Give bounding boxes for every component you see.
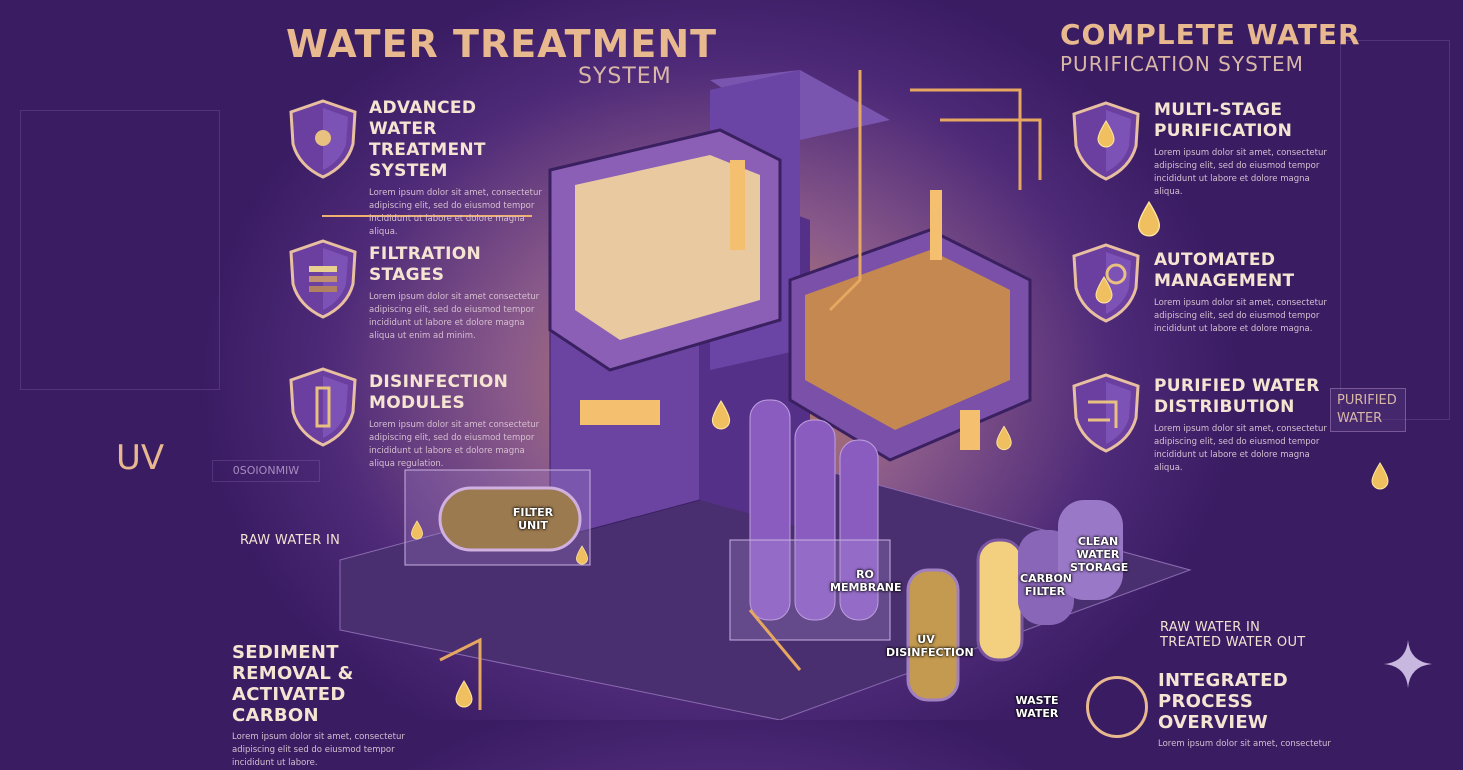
feature-advanced-treatment: ADVANCED WATER TREATMENT SYSTEM Lorem ips… (287, 98, 549, 239)
uv-lamp-icon (287, 366, 359, 448)
network-chip-icon (287, 98, 359, 180)
gears-droplet-icon (1070, 242, 1142, 324)
clean-storage-tank (1058, 500, 1123, 600)
flow-out-label: RAW WATER IN TREATED WATER OUT (1160, 620, 1306, 650)
right-subtitle: PURIFICATION SYSTEM (1060, 52, 1304, 76)
purified-water-badge: PURIFIED WATER (1330, 388, 1406, 432)
pipes (439, 70, 1042, 710)
feature-body: Lorem ipsum dolor sit amet, consectetur … (1154, 424, 1327, 473)
sparkle-icon (1384, 640, 1432, 688)
section-body: Lorem ipsum dolor sit amet, consectetur … (232, 732, 405, 768)
feature-title: DISINFECTION MODULES (369, 372, 509, 413)
circuit-panel-right (1340, 40, 1450, 420)
sediment-removal-section: SEDIMENT REMOVAL & ACTIVATED CARBON Lore… (232, 642, 432, 770)
arrow-right (322, 215, 532, 217)
feature-multi-stage: MULTI-STAGE PURIFICATION Lorem ipsum dolo… (1070, 100, 1339, 199)
waste-water-label: WASTE WATER (1015, 694, 1059, 720)
filter-unit-tank (438, 486, 582, 552)
integrated-process-section: INTEGRATED PROCESS OVERVIEW Lorem ipsum … (1158, 670, 1348, 751)
control-interior (805, 250, 1010, 430)
page-subtitle: SYSTEM (578, 64, 672, 89)
feature-title: FILTRATION STAGES (369, 244, 482, 285)
feature-title: MULTI-STAGE PURIFICATION (1154, 100, 1293, 141)
section-title: INTEGRATED PROCESS OVERVIEW (1158, 670, 1289, 733)
feature-automated-management: AUTOMATED MANAGEMENT Lorem ipsum dolor si… (1070, 242, 1339, 336)
feature-filtration-stages: FILTRATION STAGES Lorem ipsum dolor sit a… (287, 238, 549, 343)
droplet-icon (1370, 462, 1390, 490)
pipes-icon (1070, 372, 1142, 454)
filter-unit-label: FILTER UNIT (512, 506, 554, 532)
feature-title: ADVANCED WATER TREATMENT SYSTEM (369, 98, 486, 181)
treatment-plant-illustration (339, 70, 1192, 720)
uv-lamp-tank (976, 538, 1024, 662)
code-box: 0SOIONMIW (212, 460, 320, 482)
lab-interior (575, 155, 760, 340)
feature-title: AUTOMATED MANAGEMENT (1154, 250, 1295, 291)
ro-membrane-label: RO MEMBRANE (830, 568, 902, 594)
clean-water-storage-label: CLEAN WATER STORAGE (1070, 535, 1129, 574)
feature-disinfection-modules: DISINFECTION MODULES Lorem ipsum dolor si… (287, 366, 549, 471)
raw-water-in-label: RAW WATER IN (240, 533, 341, 548)
feature-body: Lorem ipsum dolor sit amet consectetur a… (369, 292, 540, 341)
filter-layers-icon (287, 238, 359, 320)
feature-body: Lorem ipsum dolor sit amet, consectetur … (1154, 298, 1327, 334)
droplets-filter-icon (1070, 100, 1142, 182)
right-title: COMPLETE WATER (1060, 18, 1361, 51)
feature-purified-distribution: PURIFIED WATER DISTRIBUTION Lorem ipsum d… (1070, 372, 1339, 475)
ro-membrane-vessels (749, 399, 879, 621)
droplet-icon (996, 425, 1012, 451)
feature-body: Lorem ipsum dolor sit amet, consectetur … (369, 188, 542, 237)
section-body: Lorem ipsum dolor sit amet, consectetur (1158, 739, 1331, 749)
uv-disinfection-label: UV DISINFECTION (886, 633, 974, 659)
page-title: WATER TREATMENT (286, 22, 718, 66)
section-title: SEDIMENT REMOVAL & ACTIVATED CARBON (232, 642, 354, 726)
feature-body: Lorem ipsum dolor sit amet consectetur a… (369, 420, 540, 469)
feature-title: PURIFIED WATER DISTRIBUTION (1154, 376, 1320, 417)
uv-tank (906, 568, 960, 702)
feature-body: Lorem ipsum dolor sit amet, consectetur … (1154, 148, 1327, 197)
ro-box (729, 539, 891, 641)
carbon-filter-label: CARBON FILTER (1020, 572, 1072, 598)
uv-label: UV (116, 438, 165, 478)
circuit-panel-left (20, 110, 220, 390)
